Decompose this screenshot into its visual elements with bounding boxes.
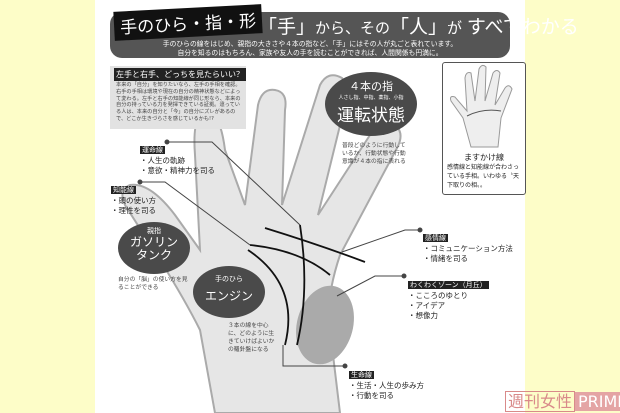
headline-part: 「人」: [390, 16, 448, 38]
heart-item: ・コミュニケーション方法: [423, 244, 513, 253]
info-box-title: 左手と右手、どっちを見たらいい？: [114, 68, 246, 81]
headline-part: 「手」: [258, 16, 316, 38]
fingers-title: ４本の指: [349, 80, 393, 93]
fate-leader: [167, 141, 301, 226]
watermark-logo: 週刊女性PRIME: [505, 388, 620, 412]
head-leader: [140, 181, 251, 246]
palm-big: エンジン: [204, 289, 253, 303]
head-line-label: 知能線 ・頭の使い方 ・理性を司る: [111, 177, 156, 216]
info-box-body: 本来の「自分」を知りたいなら、左手の手相を確認。右手の手相は環境や現在の自分の精…: [116, 82, 241, 122]
masukake-box: ますかけ線 感情線と知能線が合わさっている手相。いわゆる〝天下取りの相〟。: [442, 62, 526, 195]
fate-label: 運命線: [140, 146, 165, 154]
moon-mound: [296, 285, 354, 365]
moon-zone-label: わくわくゾーン（月丘） ・こころのゆとり ・アイデア ・想像力: [408, 272, 489, 321]
fate-line-label: 運命線 ・人生の軌跡 ・意欲・精神力を司る: [140, 137, 215, 176]
headline-part: すべてわかる: [466, 16, 579, 38]
watermark-text: 週刊女性: [505, 391, 576, 412]
heart-line: [264, 227, 366, 263]
heart-item: ・情緒を司る: [423, 254, 468, 263]
head-line: [249, 244, 331, 276]
life-item: ・行動を司る: [349, 391, 394, 400]
thumb-big: ガソリン: [129, 235, 178, 249]
fate-item: ・人生の軌跡: [140, 156, 185, 165]
moon-item: ・アイデア: [408, 301, 446, 310]
headline-part: が: [447, 19, 463, 37]
subtitle-line-2: 自分を知るのはもちろん、家族や友人の手を読むことができれば、人間関係も円満に。: [177, 49, 443, 57]
heart-leader: [341, 229, 420, 253]
masukake-title: ますかけ線: [464, 153, 504, 162]
thumb-big: タンク: [135, 248, 172, 262]
fingers-names: 人さし指、中指、薬指、小指: [338, 95, 404, 101]
moon-item: ・想像力: [408, 311, 438, 320]
fingers-big: 運転状態: [337, 106, 405, 126]
moon-item: ・こころのゆとり: [408, 291, 468, 300]
palm-title: 手のひら: [215, 275, 243, 283]
fingers-note: 普段どのように行動しているか、行動状態や行動意識が４本の指に表れる: [342, 143, 406, 165]
heart-line-label: 感情線 ・コミュニケーション方法 ・情緒を司る: [423, 225, 513, 264]
head-item: ・理性を司る: [111, 206, 156, 215]
headline: 「手」から、その「人」が すべてわかる: [258, 12, 579, 39]
watermark-text: PRIME: [575, 392, 620, 411]
palm-note: ３本の線を中心に、どのように生きていけばよいかの羅針盤になる: [228, 323, 275, 353]
moon-label: わくわくゾーン（月丘）: [408, 281, 489, 289]
thumb-title: 親指: [147, 227, 161, 235]
thumb-note: 自分の「脳」の使い方を見ることができる: [118, 277, 188, 291]
heart-label: 感情線: [423, 234, 448, 242]
mini-hand-icon: [450, 64, 513, 148]
head-label: 知能線: [111, 186, 136, 194]
fingers-oval: ４本の指 人さし指、中指、薬指、小指 運転状態: [325, 72, 417, 136]
headline-part: から、その: [315, 19, 391, 37]
moon-leader: [336, 275, 404, 297]
life-line-label: 生命線 ・生活・人生の歩み方 ・行動を司る: [349, 362, 424, 401]
subtitle-line-1: 手のひらの線をはじめ、親指の大きさや４本の指など、「手」にはその人が丸ごと表れて…: [162, 40, 458, 48]
fate-item: ・意欲・精神力を司る: [140, 166, 215, 175]
fate-line: [296, 224, 306, 346]
thumb-oval: 親指 ガソリン タンク: [118, 222, 190, 274]
life-leader: [282, 345, 345, 367]
masukake-body: 感情線と知能線が合わさっている手相。いわゆる〝天下取りの相〟。: [447, 164, 520, 189]
life-line: [247, 249, 290, 346]
life-label: 生命線: [349, 371, 374, 379]
head-item: ・頭の使い方: [111, 196, 156, 205]
life-item: ・生活・人生の歩み方: [349, 381, 424, 390]
palm-oval: 手のひら エンジン: [193, 266, 265, 318]
